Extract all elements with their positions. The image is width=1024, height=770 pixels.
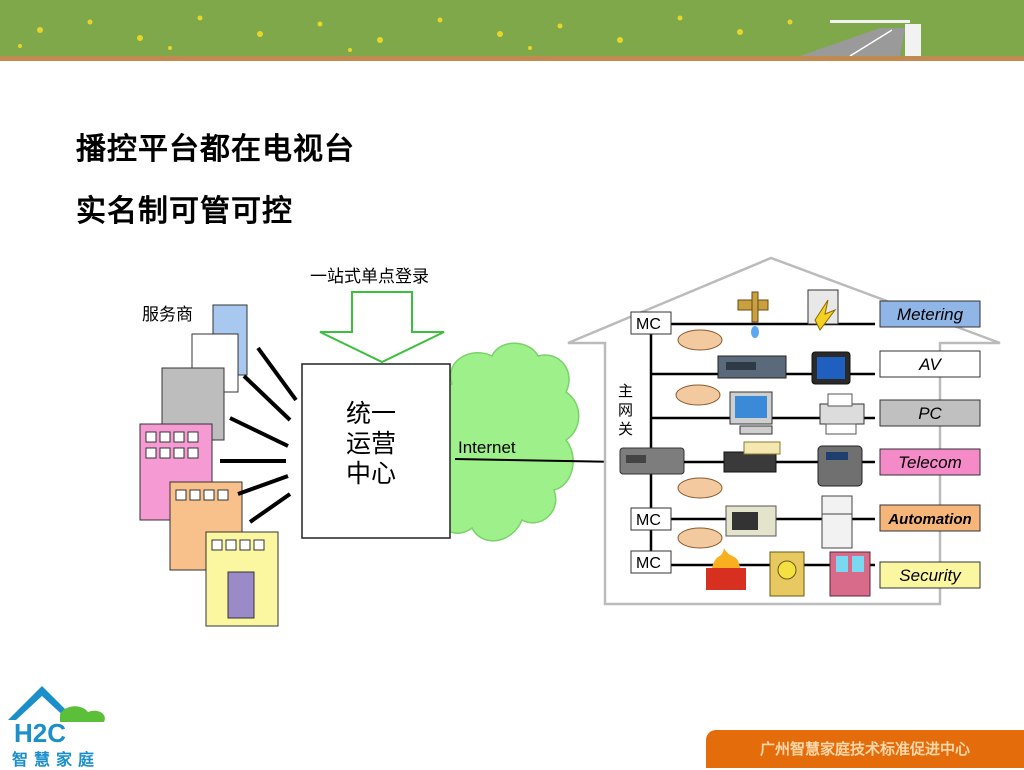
center-label-line1: 统一	[346, 399, 396, 428]
landscape-image	[0, 0, 1024, 56]
footer-org-name: 广州智慧家庭技术标准促进中心	[759, 740, 970, 758]
category-security: Security	[899, 566, 962, 585]
tv-icon	[811, 351, 851, 385]
alarm-icon	[769, 551, 805, 597]
svg-text:MC: MC	[636, 555, 661, 572]
meter-icon	[807, 289, 839, 331]
mc-box-2: MC	[630, 507, 672, 531]
category-pc: PC	[918, 404, 942, 423]
category-av: AV	[918, 355, 942, 374]
faucet-icon	[737, 291, 769, 338]
header-banner-photo	[0, 0, 1024, 56]
category-labels: Metering AV PC Telecom Automation Securi…	[879, 300, 981, 589]
heading-line-1: 播控平台都在电视台	[76, 132, 355, 167]
fridge-icon	[821, 495, 853, 549]
mc-box-1: MC	[630, 311, 672, 335]
vcr-icon	[717, 355, 787, 379]
category-telecom: Telecom	[898, 453, 962, 472]
connection-lines	[220, 346, 298, 524]
fax-icon	[723, 441, 781, 473]
svg-text:MC: MC	[636, 512, 661, 529]
gateway-device-icon	[619, 447, 700, 475]
handshake-icons	[675, 329, 723, 549]
h2c-logo: H2C	[8, 686, 105, 748]
fire-icon	[706, 548, 746, 590]
svg-text:MC: MC	[636, 316, 661, 333]
logo-mark-text: H2C	[14, 718, 66, 748]
center-label-line3: 中心	[346, 459, 396, 488]
category-metering: Metering	[897, 305, 964, 324]
window-security-icon	[829, 551, 871, 597]
printer-icon	[819, 393, 865, 435]
gateway-label-2: 网	[618, 401, 633, 419]
computer-icon	[729, 391, 773, 435]
gateway-label-3: 关	[618, 420, 633, 438]
gateway-label-1: 主	[618, 382, 633, 400]
microwave-icon	[725, 505, 777, 537]
header-divider	[0, 56, 1024, 61]
sso-label: 一站式单点登录	[310, 267, 429, 287]
logo-caption: 智慧家庭	[12, 750, 101, 769]
category-automation: Automation	[887, 511, 971, 528]
center-label-line2: 运营	[346, 429, 396, 458]
heading-line-2: 实名制可管可控	[76, 194, 293, 229]
footer-bar: 广州智慧家庭技术标准促进中心	[706, 730, 1024, 768]
service-provider-label: 服务商	[142, 305, 193, 325]
operation-center-box	[301, 363, 451, 539]
internet-label: Internet	[458, 438, 516, 457]
phone-icon	[817, 445, 863, 487]
service-provider-buildings-icon	[139, 304, 279, 627]
mc-box-3: MC	[630, 550, 672, 574]
down-arrow-icon	[319, 291, 445, 364]
